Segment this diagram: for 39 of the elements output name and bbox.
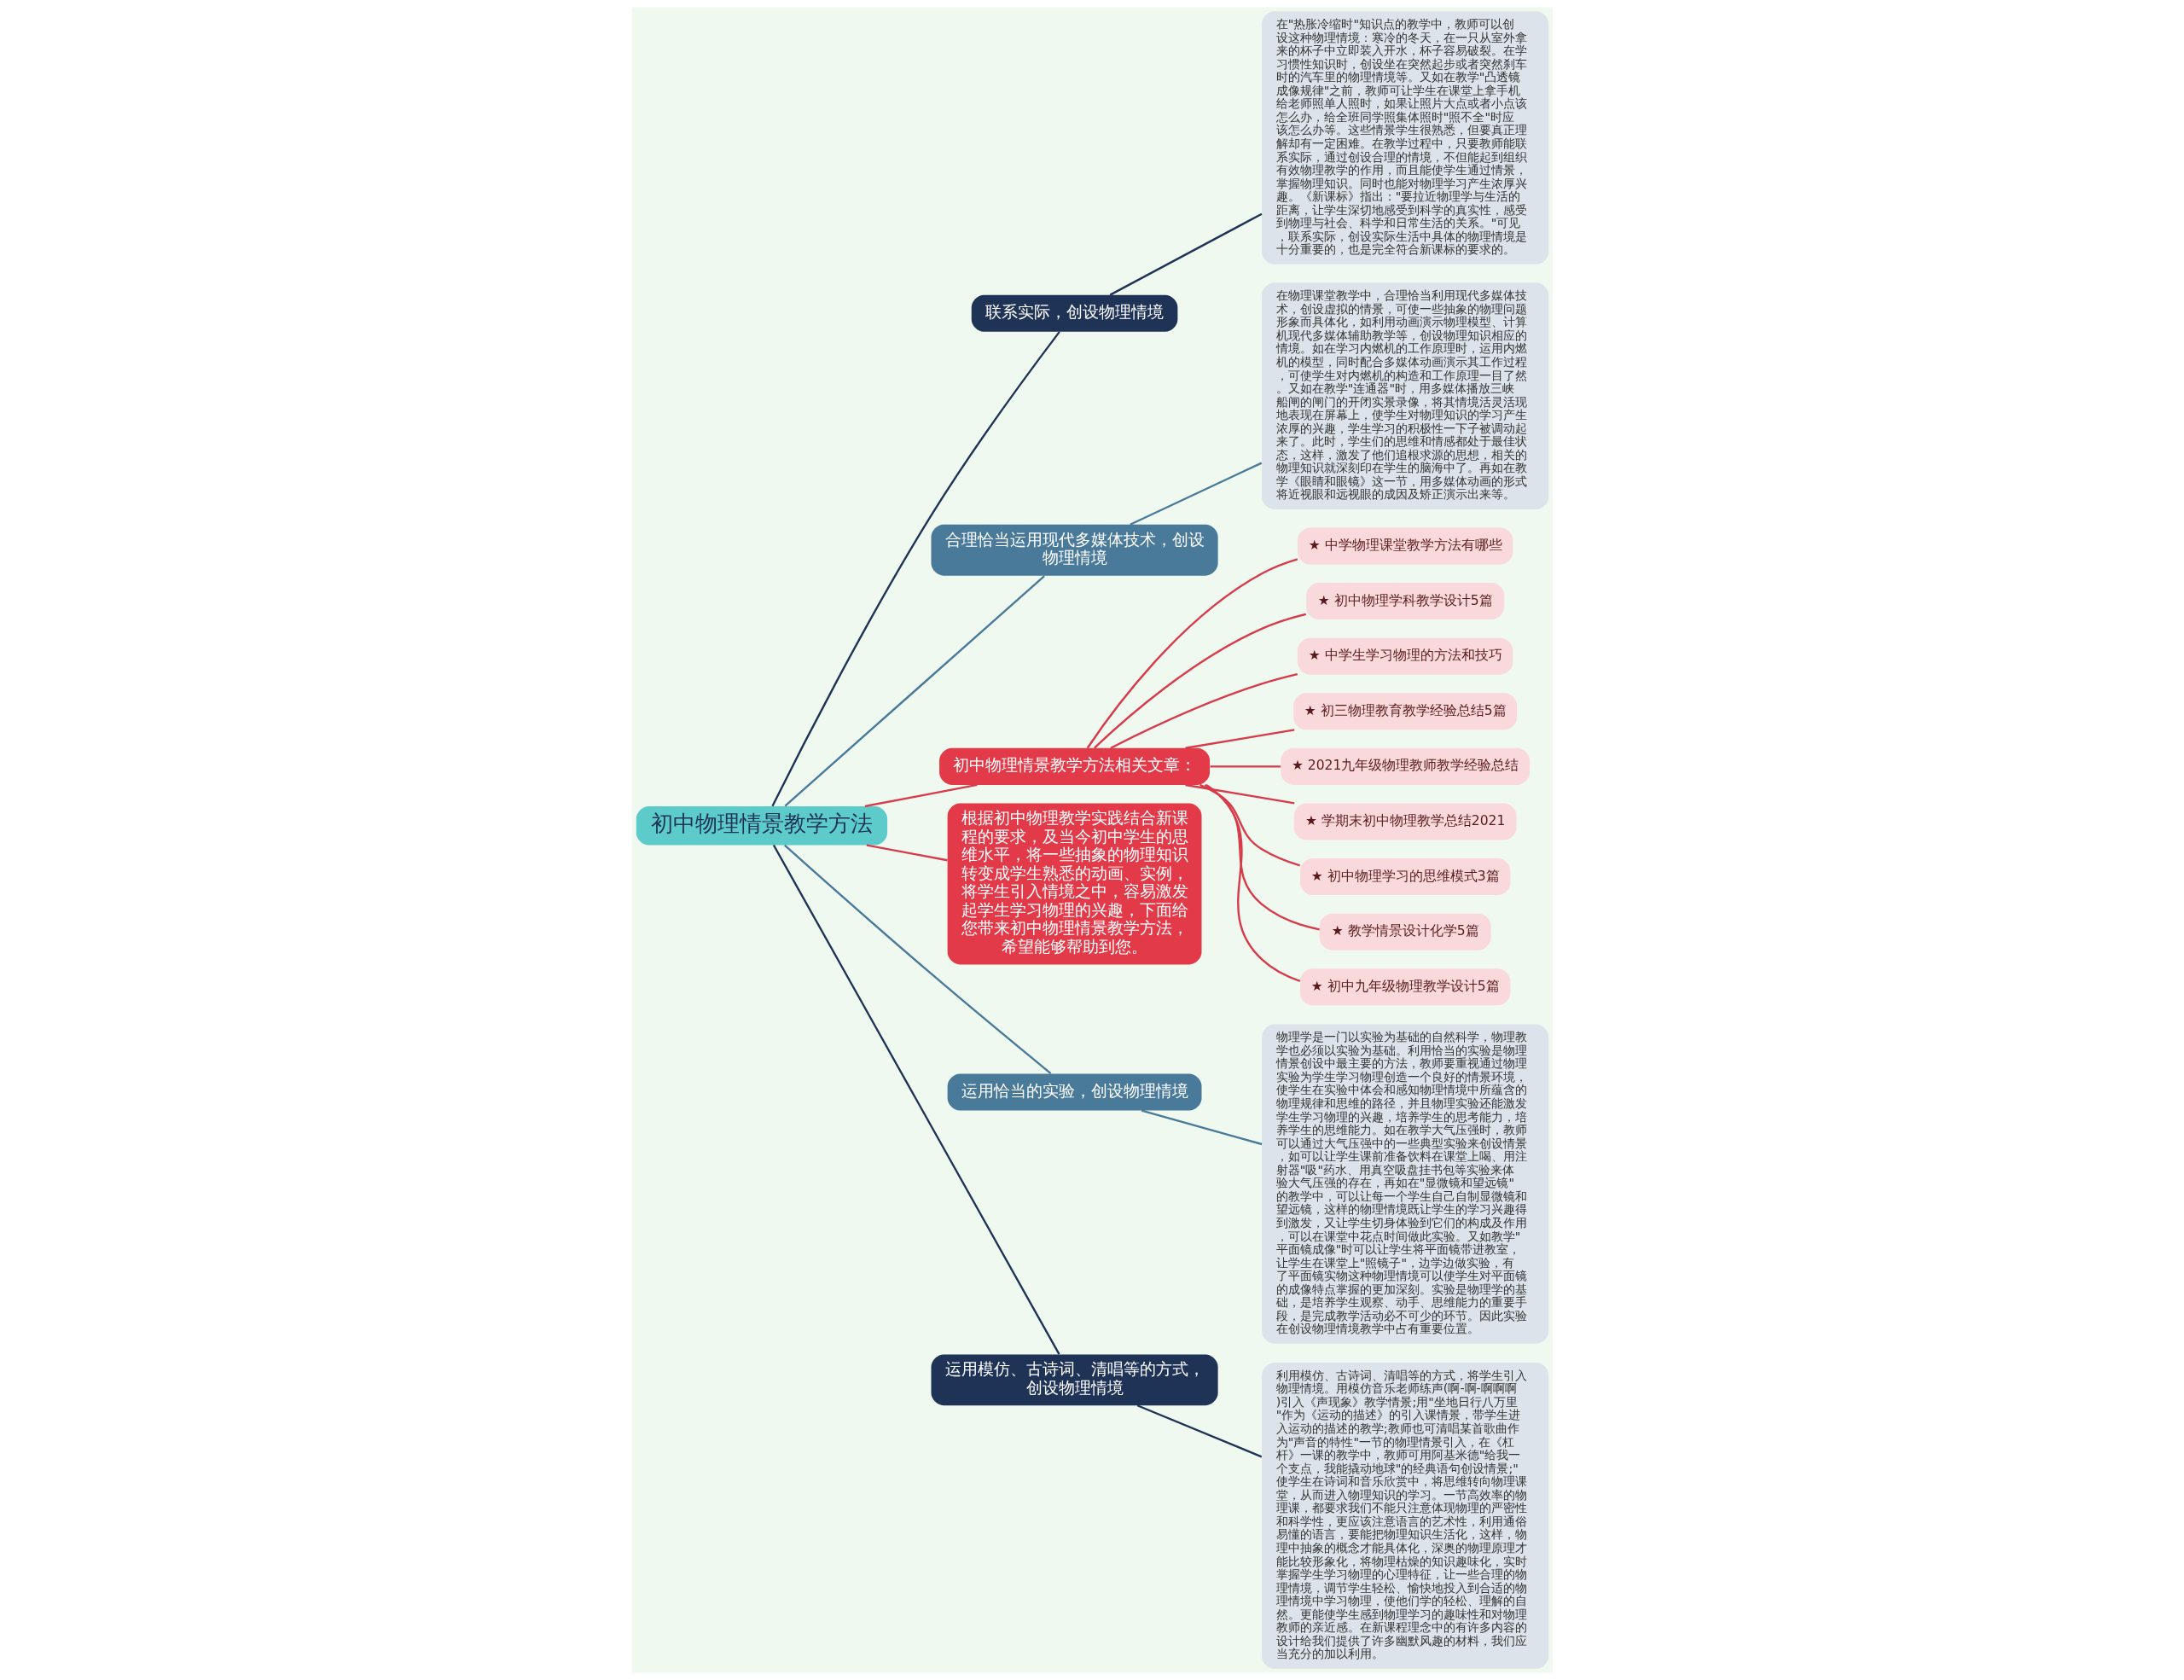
connector (1205, 784, 1300, 982)
node-box: 运用模仿、古诗词、清唱等的方式，创设物理情境 (931, 1354, 1218, 1406)
node-box: ★ 初中物理学习的思维模式3篇 (1299, 858, 1510, 896)
connector (864, 783, 978, 808)
node-box: ★ 初中九年级物理教学设计5篇 (1299, 968, 1510, 1006)
connector (1199, 783, 1300, 867)
connector (1210, 765, 1281, 768)
connector (772, 844, 1060, 1355)
connector (1204, 784, 1320, 931)
node-box: ★ 初中物理学科教学设计5篇 (1305, 583, 1504, 620)
connector (783, 844, 1051, 1074)
node-box: 利用模仿、古诗词、清唱等的方式，将学生引入物理情境。用模仿音乐老师练声(啊-啊-啊啊啊)引入《声现象》教学情景;用"坐地日行八万里"作为《运动的描述》的引入课情景，带学生进入运动的描述的教学;教师也可清唱某首歌曲作为"声音的特性"一节的物理情景引入，在《杠杆》一课的教学中，教师可用阿基米德"给我一个支点，我能撬动地球"的经典语句创设情景;"使学生在诗词和音乐欣赏中，将思维转向物理课堂，从而进入物理知识的学习。一节高效率的物理课，都要求我们不能只注意体现物理的严密性和科学性，更应该注意语言的艺术性，利用通俗易懂的语言，要能把物理知识生活化，这样，物理中抽象的概念才能具体化，深奥的物理原理才能比较形象化，将物理枯燥的知识趣味化，实时掌握学生学习物理的心理特征，让一些合理的物理情境，调节学生轻松、愉快地投入到合适的物理情境中学习物理，使他们学的轻松、理解的自然。更能使学生感到物理学习的趣味性和对物理教师的亲近感。在新课程理念中的有许多内容的设计给我们提供了许多幽默风趣的材料，我们应当充分的加以利用。 (1261, 1362, 1548, 1669)
node-box: 初中物理情景教学方法 (636, 806, 887, 846)
node-box: ★ 学期末初中物理教学总结2021 (1293, 803, 1517, 840)
node-box: ★ 2021九年级物理教师教学经验总结 (1280, 747, 1530, 785)
connector (1086, 558, 1298, 749)
node-box: 合理恰当运用现代多媒体技术，创设物理情境 (931, 524, 1218, 576)
connector (1093, 613, 1306, 749)
connector (1136, 1404, 1262, 1458)
node-box: 联系实际，创设物理情境 (971, 294, 1177, 332)
node-box: 初中物理情景教学方法相关文章： (938, 747, 1210, 785)
connector (866, 844, 948, 862)
connector (1184, 729, 1294, 749)
connector (1184, 783, 1294, 805)
connector (1109, 212, 1262, 296)
node-box: 根据初中物理教学实践结合新课程的要求，及当今初中学生的思维水平，将一些抽象的物理知识转变成学生熟悉的动画、实例，将学生引入情境之中，容易激发起学生学习物理的兴趣，下面给您带来初中物理情景教学方法，希望能够帮助到您。 (947, 803, 1201, 965)
node-box: ★ 中学生学习物理的方法和技巧 (1297, 637, 1513, 675)
node-box: ★ 教学情景设计化学5篇 (1319, 913, 1491, 950)
connector (770, 331, 1060, 807)
node-box: 物理学是一门以实验为基础的自然科学，物理教学也必须以实验为基础。利用恰当的实验是物理情景创设中最主要的方法，教师要重视通过物理实验为学生学习物理创造一个良好的情景环境，使学生在实验中体会和感知物理情境中所蕴含的物理规律和思维的路径，并且物理实验还能激发学生学习物理的兴趣，培养学生的思考能力，培养学生的思维能力。如在教学大气压强时，教师可以通过大气压强中的一些典型实验来创设情景，如可以让学生课前准备饮料在课堂上喝、用注射器"吸"药水、用真空吸盘挂书包等实验来体验大气压强的存在，再如在"显微镜和望远镜"的教学中，可以让每一个学生自己自制显微镜和望远镜，这样的物理情境既让学生的学习兴趣得到激发，又让学生切身体验到它们的构成及作用，可以在课堂中花点时间做此实验。又如教学"平面镜成像"时可以让学生将平面镜带进教室，让学生在课堂上"照镜子"，边学边做实验，有了平面镜实物这种物理情境可以使学生对平面镜的成像特点掌握的更加深刻。实验是物理学的基础，是培养学生观察、动手、思维能力的重要手段，是完成教学活动必不可少的环节。因此实验在创设物理情境教学中占有重要位置。 (1261, 1024, 1548, 1344)
node-box: 在物理课堂教学中，合理恰当利用现代多媒体技术，创设虚拟的情景，可使一些抽象的物理问题形象而具体化，如利用动画演示物理模型、计算机现代多媒体辅助教学等，创设物理知识相应的情境。如在学习内燃机的工作原理时，运用内燃机的模型，同时配合多媒体动画演示其工作过程，可使学生对内燃机的构造和工作原理一目了然。又如在教学"连通器"时，用多媒体播放三峡船闸的闸门的开闭实景录像，将其情境活灵活现地表现在屏幕上，使学生对物理知识的学习产生浓厚的兴趣，学生学习的积极性一下子被调动起来了。此时，学生们的思维和情感都处于最佳状态，这样，激发了他们追根求源的思想，相关的物理知识就深刻印在学生的脑海中了。再如在教学《眼睛和眼镜》这一节，用多媒体动画的形式将近视眼和远视眼的成因及矫正演示出来等。 (1261, 282, 1548, 509)
node-box: 运用恰当的实验，创设物理情境 (947, 1073, 1201, 1111)
connector (1129, 462, 1262, 526)
connector (1141, 1109, 1262, 1146)
connector (1109, 673, 1298, 749)
connector (784, 575, 1045, 807)
node-box: 在"热胀冷缩时"知识点的教学中，教师可以创设这种物理情境：寒冷的冬天，在一只从室外拿来的杯子中立即装入开水，杯子容易破裂。在学习惯性知识时，创设坐在突然起步或者突然刹车时的汽车里的物理情境等。又如在教学"凸透镜成像规律"之前，教师可让学生在课堂上拿手机给老师照单人照时，如果让照片大点或者小点该怎么办，给全班同学照集体照时"照不全"时应该怎么办等。这些情景学生很熟悉，但要真正理解却有一定困难。在教学过程中，只要教师能联系实际，通过创设合理的情境，不但能起到组织有效物理教学的作用，而且能使学生通过情景，掌握物理知识。同时也能对物理学习产生浓厚兴趣。《新课标》指出："要拉近物理学与生活的距离，让学生深切地感受到科学的真实性，感受到物理与社会、科学和日常生活的关系。"可见，联系实际，创设实际生活中具体的物理情境是十分重要的，也是完全符合新课标的要求的。 (1261, 11, 1548, 264)
node-box: ★ 初三物理教育教学经验总结5篇 (1292, 693, 1517, 730)
node-box: ★ 中学物理课堂教学方法有哪些 (1297, 527, 1513, 565)
